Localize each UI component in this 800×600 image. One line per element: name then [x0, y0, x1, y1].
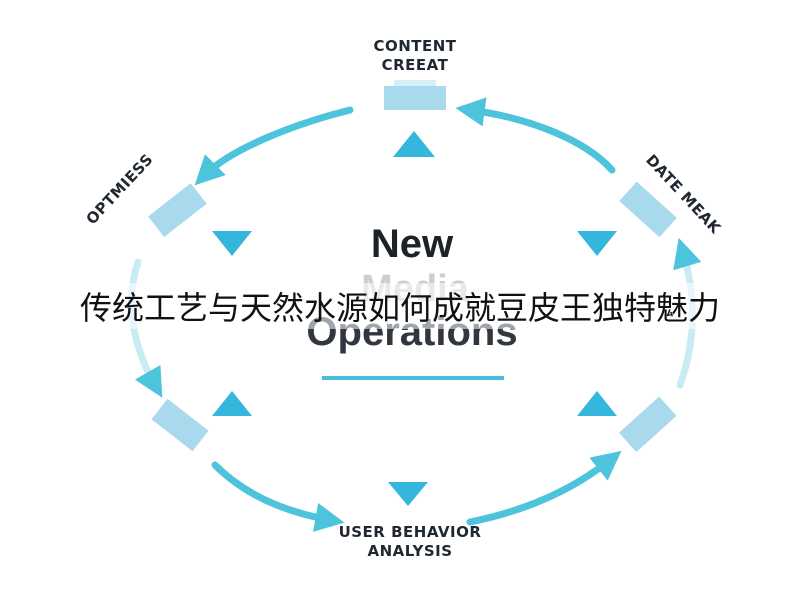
- triangle-lower-left: [212, 391, 252, 416]
- triangle-top: [393, 131, 435, 157]
- triangle-lower-right: [577, 391, 617, 416]
- node-label-user-behavior-line1: USER BEHAVIOR: [338, 523, 482, 541]
- cycle-arrow-bottom-left: [211, 461, 345, 532]
- triangle-upper-right: [577, 231, 617, 256]
- node-box-top-left: [148, 183, 207, 238]
- triangle-upper-left: [212, 231, 252, 256]
- node-box-bottom-left: [151, 398, 209, 452]
- triangle-bottom: [388, 482, 428, 506]
- cycle-arrow-top-left: [194, 106, 354, 186]
- node-label-content: CONTENT CREEAT: [330, 37, 500, 75]
- title-underline: [322, 376, 504, 380]
- node-box-top-right: [619, 181, 677, 238]
- node-box-top: [384, 80, 446, 110]
- cycle-arrow-bottom-right: [466, 450, 622, 526]
- node-label-content-line2: CREEAT: [381, 56, 449, 74]
- node-label-user-behavior: USER BEHAVIOR ANALYSIS: [300, 523, 520, 561]
- banner-background: [0, 283, 800, 329]
- node-label-content-line1: CONTENT: [373, 37, 457, 55]
- node-box-bottom-right: [618, 396, 677, 453]
- overlay-banner-text: 传统工艺与天然水源如何成就豆皮王独特魅力: [79, 289, 720, 327]
- center-title-new: New: [370, 222, 454, 266]
- node-label-user-behavior-line2: ANALYSIS: [367, 542, 453, 560]
- cycle-arrow-top-right: [455, 97, 616, 174]
